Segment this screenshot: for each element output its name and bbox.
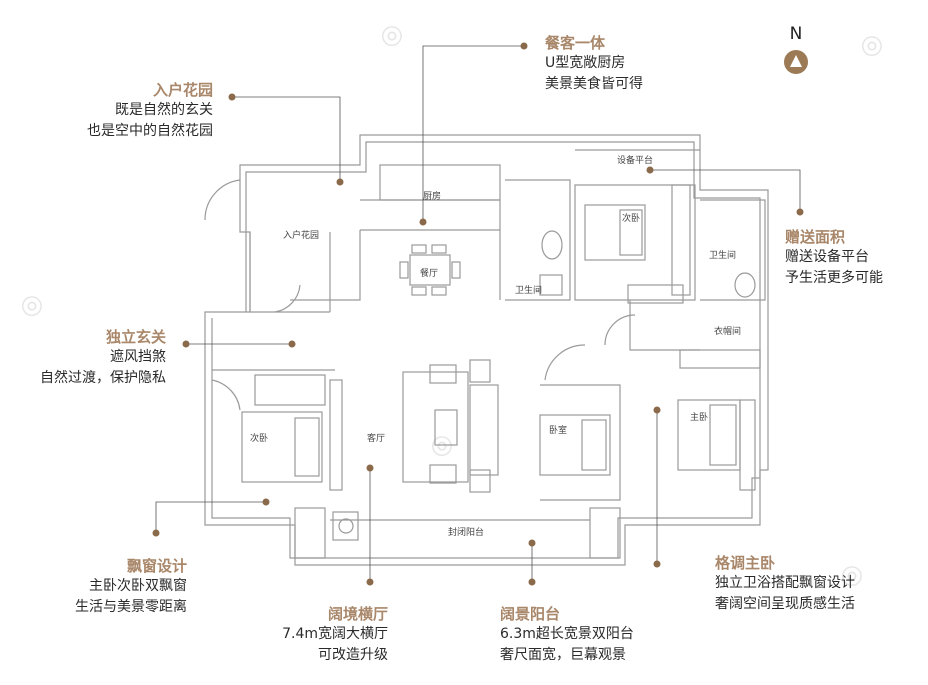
room-label-bath1: 卫生间 (515, 284, 542, 296)
room-label-balcony: 封闭阳台 (448, 526, 484, 538)
compass: N (783, 24, 809, 74)
annotation-dining-kitchen: 餐客一体 U型宽敞厨房 美景美食皆可得 (545, 33, 643, 95)
annotation-line: 生活与美景零距离 (75, 599, 187, 615)
annotation-living-hall: 阔境横厅 7.4m宽阔大横厅 可改造升级 (282, 604, 388, 666)
annotation-foyer: 独立玄关 遮风挡煞 自然过渡，保护隐私 (40, 327, 166, 389)
annotation-title: 独立玄关 (105, 328, 166, 346)
room-label-dining: 餐厅 (420, 267, 438, 279)
room-label-entry-garden: 入户花园 (283, 229, 319, 241)
room-label-kitchen: 厨房 (423, 190, 441, 202)
annotation-line: 6.3m超长宽景双阳台 (500, 626, 634, 642)
annotation-line: 也是空中的自然花园 (87, 123, 213, 139)
annotation-line: 独立卫浴搭配飘窗设计 (715, 575, 855, 591)
room-label-living: 客厅 (367, 432, 385, 444)
north-arrow-icon (784, 50, 808, 74)
annotation-bay-window: 飘窗设计 主卧次卧双飘窗 生活与美景零距离 (75, 556, 187, 618)
room-label-bath2: 卫生间 (709, 249, 736, 261)
annotation-line: U型宽敞厨房 (545, 55, 626, 71)
room-label-bedroom: 卧室 (549, 424, 567, 436)
annotation-title: 格调主卧 (715, 554, 776, 572)
annotation-title: 入户花园 (152, 81, 213, 99)
annotation-master: 格调主卧 独立卫浴搭配飘窗设计 奢阔空间呈现质感生活 (715, 553, 855, 615)
annotation-line: 赠送设备平台 (785, 249, 869, 265)
annotation-line: 遮风挡煞 (110, 349, 166, 365)
annotation-line: 奢阔空间呈现质感生活 (715, 596, 855, 612)
annotation-title: 飘窗设计 (126, 557, 187, 575)
room-label-closet: 衣帽间 (714, 325, 741, 337)
annotation-line: 既是自然的玄关 (115, 102, 213, 118)
annotation-line: 可改造升级 (318, 647, 388, 663)
annotation-entry-garden: 入户花园 既是自然的玄关 也是空中的自然花园 (87, 80, 213, 142)
room-label-equipment: 设备平台 (617, 154, 653, 166)
annotation-line: 自然过渡，保护隐私 (40, 370, 166, 386)
annotation-line: 奢尺面宽，巨幕观景 (500, 647, 626, 663)
room-label-master: 主卧 (690, 411, 708, 423)
compass-label: N (789, 24, 803, 44)
room-label-second-bed-left: 次卧 (250, 432, 268, 444)
annotation-title: 赠送面积 (785, 228, 846, 246)
annotation-gift-area: 赠送面积 赠送设备平台 予生活更多可能 (785, 227, 883, 289)
room-label-second-bed-top: 次卧 (622, 212, 640, 224)
annotation-line: 美景美食皆可得 (545, 76, 643, 92)
annotation-line: 7.4m宽阔大横厅 (282, 626, 388, 642)
annotation-title: 餐客一体 (545, 34, 606, 52)
annotation-balcony: 阔景阳台 6.3m超长宽景双阳台 奢尺面宽，巨幕观景 (500, 604, 634, 666)
annotation-line: 主卧次卧双飘窗 (89, 578, 187, 594)
annotation-title: 阔境横厅 (327, 605, 388, 623)
annotation-title: 阔景阳台 (500, 605, 561, 623)
annotation-line: 予生活更多可能 (785, 270, 883, 286)
